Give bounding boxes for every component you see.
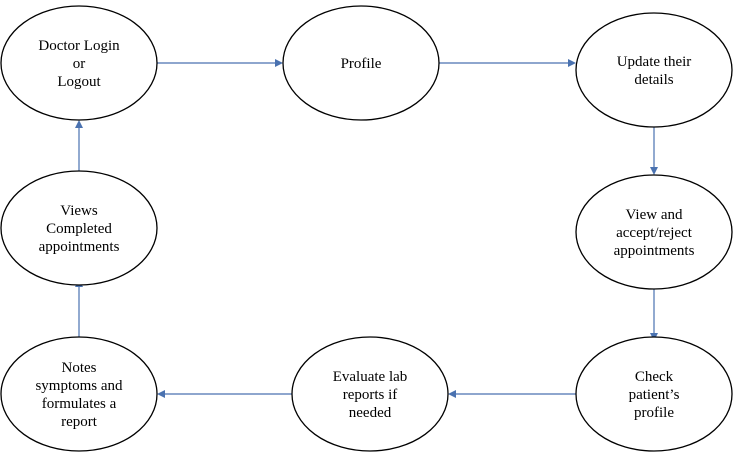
node-label-line: Logout [57, 74, 101, 90]
edge-doctor-login-to-profile [157, 59, 283, 67]
node-label-line: formulates a [42, 396, 117, 412]
node-label-line: appointments [614, 243, 695, 259]
arrow-head-icon [448, 390, 456, 398]
node-label-line: details [634, 72, 673, 88]
node-label-line: Views [60, 203, 98, 219]
node-label-line: reports if [343, 387, 398, 403]
node-ellipse [291, 336, 449, 452]
arrow-head-icon [157, 390, 165, 398]
node-label-line: appointments [39, 239, 120, 255]
edge-evaluate-lab-reports-to-notes-symptoms [157, 390, 292, 398]
arrow-head-icon [650, 167, 658, 175]
node-label-line: Completed [46, 221, 112, 237]
node-evaluate-lab-reports: Evaluate lab reports if needed [291, 336, 449, 452]
node-label-line: View and [626, 207, 683, 223]
arrow-head-icon [568, 59, 576, 67]
node-view-accept-reject: View and accept/reject appointments [575, 174, 733, 290]
node-update-details: Update their details [575, 12, 733, 128]
node-label-line: needed [349, 405, 392, 421]
arrow-head-icon [75, 120, 83, 128]
node-label-line: Profile [341, 56, 382, 72]
edge-notes-symptoms-to-views-completed [75, 279, 83, 340]
node-label-line: Update their [617, 54, 692, 70]
node-label-line: Check [635, 369, 674, 385]
node-ellipse [282, 5, 440, 121]
node-label-line: patient’s [629, 387, 680, 403]
node-check-patient-profile: Check patient’s profile [575, 336, 733, 452]
node-label-line: Notes [62, 360, 97, 376]
node-label-line: profile [634, 405, 674, 421]
node-ellipse [0, 5, 158, 121]
node-label-line: Evaluate lab [333, 369, 408, 385]
node-label-line: symptoms and [35, 378, 123, 394]
arrow-head-icon [275, 59, 283, 67]
node-ellipse [575, 174, 733, 290]
node-notes-symptoms: Notes symptoms and formulates a report [0, 336, 158, 452]
edge-check-patient-profile-to-evaluate-lab-reports [448, 390, 576, 398]
node-label-line: Doctor Login [38, 38, 120, 54]
node-label-line: or [73, 56, 86, 72]
edge-profile-to-update-details [439, 59, 576, 67]
node-label-line: accept/reject [616, 225, 693, 241]
node-ellipse [0, 170, 158, 286]
node-ellipse [0, 336, 158, 452]
edge-views-completed-to-doctor-login [75, 120, 83, 176]
node-label-line: report [61, 414, 98, 430]
node-profile: Profile [282, 5, 440, 121]
node-ellipse [575, 12, 733, 128]
node-ellipse [575, 336, 733, 452]
